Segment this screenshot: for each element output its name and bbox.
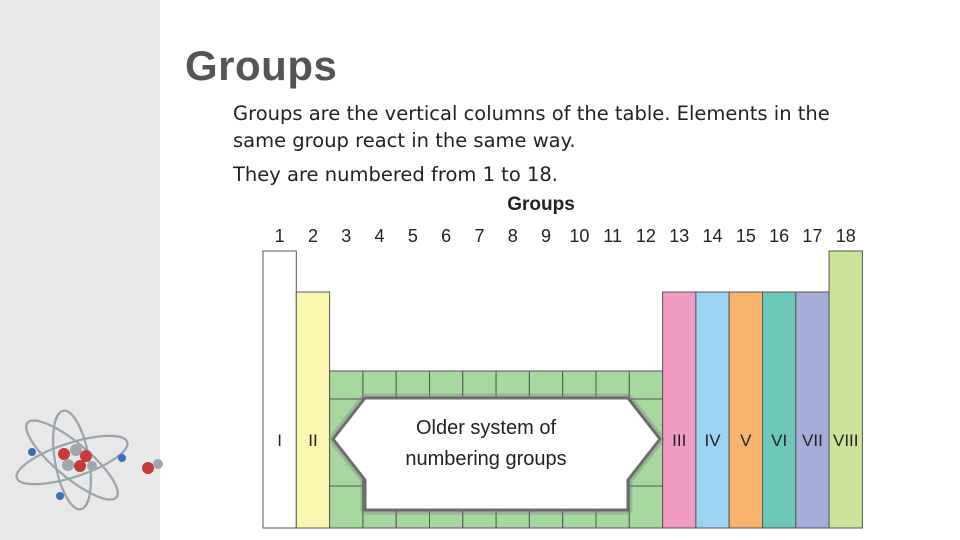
group-column <box>763 292 796 528</box>
old-numeral-label: I <box>277 431 282 450</box>
slide-title: Groups <box>185 42 337 90</box>
group-number-label: 9 <box>541 226 551 246</box>
group-number-label: 6 <box>441 226 451 246</box>
old-numeral-label: IV <box>705 431 722 450</box>
atom-icon <box>10 408 170 518</box>
group-column <box>729 292 762 528</box>
callout-line-2: numbering groups <box>405 448 566 470</box>
old-numeral-label: III <box>672 431 686 450</box>
group-column <box>263 251 296 528</box>
body-paragraph: They are numbered from 1 to 18. <box>233 161 873 188</box>
old-numeral-label: II <box>308 431 317 450</box>
group-number-label: 16 <box>769 226 789 246</box>
group-column <box>829 251 862 528</box>
group-number-label: 12 <box>636 226 656 246</box>
old-numeral-label: VII <box>802 431 823 450</box>
group-number-label: 5 <box>408 226 418 246</box>
group-number-label: 11 <box>603 226 622 246</box>
figure-heading: Groups <box>507 194 575 215</box>
group-number-label: 15 <box>736 226 756 246</box>
group-number-label: 1 <box>275 226 285 246</box>
sidebar-panel <box>0 0 160 540</box>
group-number-label: 3 <box>341 226 351 246</box>
group-number-label: 18 <box>836 226 856 246</box>
group-number-label: 2 <box>308 226 318 246</box>
callout-line-1: Older system of <box>416 417 556 439</box>
group-column <box>663 292 696 528</box>
slide-body: Groups are the vertical columns of the t… <box>233 100 873 195</box>
group-number-label: 13 <box>669 226 689 246</box>
group-column <box>696 292 729 528</box>
group-column <box>296 292 329 528</box>
group-number-label: 7 <box>474 226 484 246</box>
old-numeral-label: V <box>740 431 752 450</box>
group-number-label: 8 <box>508 226 518 246</box>
body-paragraph: Groups are the vertical columns of the t… <box>233 100 873 154</box>
group-number-label: 10 <box>569 226 589 246</box>
group-number-label: 17 <box>802 226 822 246</box>
group-column <box>796 292 829 528</box>
old-system-callout: Older system of numbering groups <box>333 398 660 510</box>
group-number-label: 14 <box>703 226 723 246</box>
old-numeral-label: VI <box>771 431 787 450</box>
old-numeral-label: VIII <box>833 431 859 450</box>
group-number-label: 4 <box>375 226 385 246</box>
